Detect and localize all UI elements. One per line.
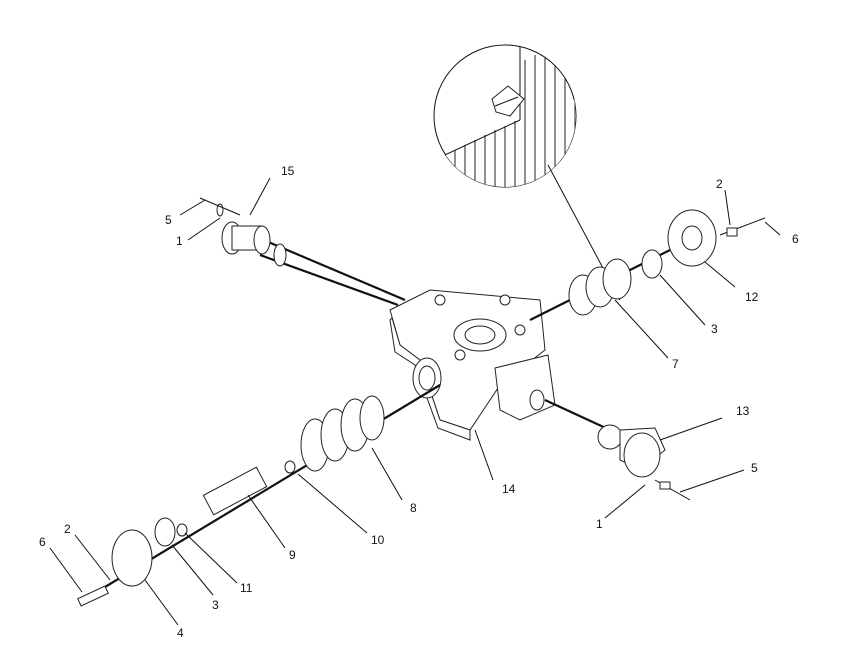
leader-lines <box>49 177 781 626</box>
label-3-upper: 3 <box>711 322 718 336</box>
upper-left-assembly <box>199 197 406 307</box>
right-upper-assembly <box>529 209 766 321</box>
label-7: 7 <box>672 357 679 371</box>
label-13: 13 <box>736 404 750 418</box>
label-6-upper: 6 <box>792 232 799 246</box>
label-5-upper: 5 <box>165 213 172 227</box>
part-labels: 15 5 1 2 6 12 3 7 13 5 14 1 8 10 9 11 3 … <box>39 164 799 640</box>
label-1-upper: 1 <box>176 234 183 248</box>
label-11: 11 <box>240 581 253 595</box>
label-10: 10 <box>371 533 385 547</box>
lower-left-assembly <box>77 384 441 607</box>
label-4: 4 <box>177 626 184 640</box>
label-15: 15 <box>281 164 295 178</box>
valve-housing <box>389 289 556 441</box>
label-12: 12 <box>745 290 759 304</box>
label-6-lower: 6 <box>39 535 46 549</box>
label-2-upper: 2 <box>716 177 723 191</box>
label-5-lower: 5 <box>751 461 758 475</box>
label-8: 8 <box>410 501 417 515</box>
right-lower-assembly <box>544 399 691 501</box>
detail-view-circle <box>433 44 577 188</box>
label-1-lower: 1 <box>596 517 603 531</box>
label-3-lower: 3 <box>212 598 219 612</box>
label-9: 9 <box>289 548 296 562</box>
label-14: 14 <box>502 482 516 496</box>
label-2-lower: 2 <box>64 522 71 536</box>
